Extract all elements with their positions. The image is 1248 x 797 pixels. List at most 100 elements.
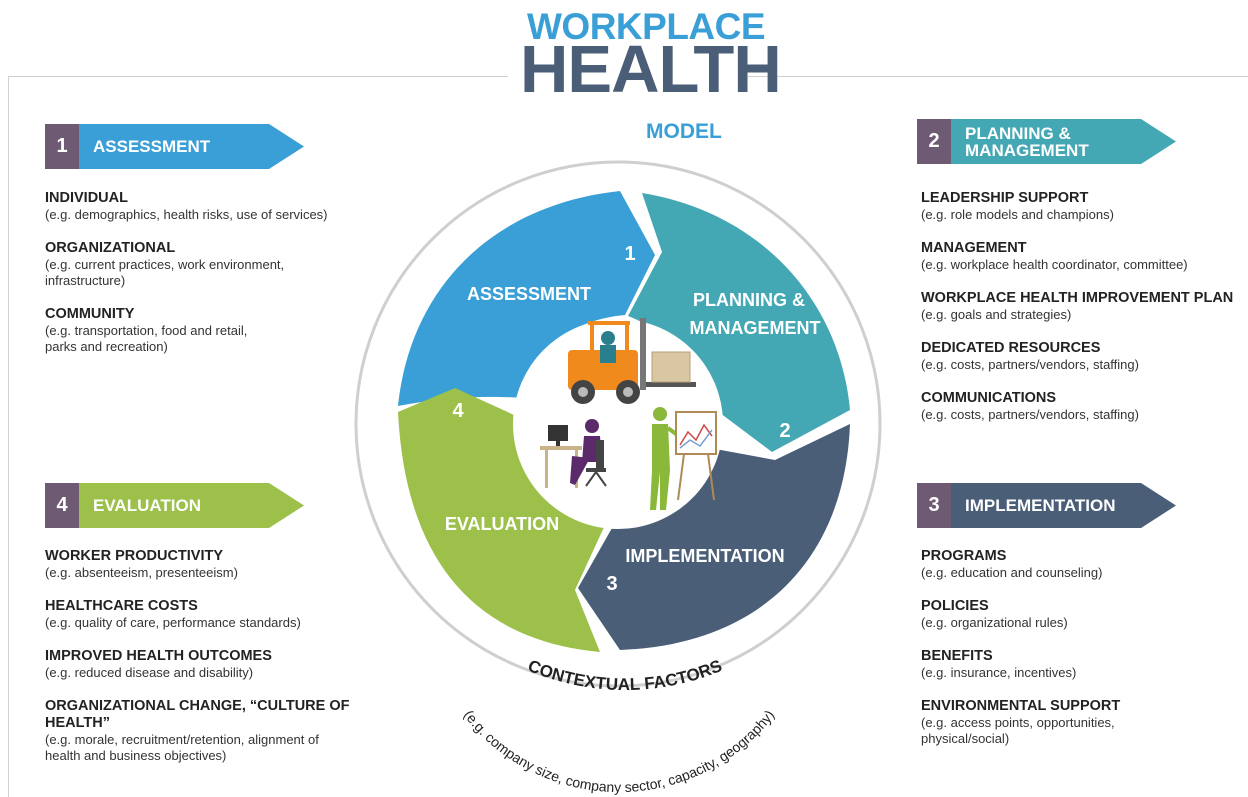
evaluation-list: WORKER PRODUCTIVITY(e.g. absenteeism, pr… [45,548,405,781]
item-heading: LEADERSHIP SUPPORT [921,190,1089,206]
item-detail: (e.g. insurance, incentives) [921,665,1077,680]
assessment-list: INDIVIDUAL(e.g. demographics, health ris… [45,190,385,372]
presenter-easel-icon [650,407,717,510]
contextual-factors-title-text: CONTEXTUAL FACTORS [525,656,724,694]
item-heading: COMMUNITY [45,306,135,322]
item-heading: ENVIRONMENTAL SUPPORT [921,698,1121,714]
wheel-number-3: 3 [606,573,617,595]
banner-number: 3 [917,483,951,528]
item-heading: ORGANIZATIONAL [45,240,176,256]
list-item: WORKER PRODUCTIVITY(e.g. absenteeism, pr… [45,548,405,581]
item-detail: (e.g. workplace health coordinator, comm… [921,257,1188,272]
item-heading: IMPROVED HEALTH OUTCOMES [45,648,272,664]
banner-number: 2 [917,119,951,164]
list-item: COMMUNICATIONS(e.g. costs, partners/vend… [921,390,1246,423]
item-detail: (e.g. access points, opportunities, [921,715,1115,730]
banner-label-line2: MANAGEMENT [965,141,1089,160]
item-detail: (e.g. demographics, health risks, use of… [45,207,328,222]
item-detail: (e.g. costs, partners/vendors, staffing) [921,407,1139,422]
wheel-number-1: 1 [624,243,635,265]
wheel-label-evaluation: EVALUATION [445,514,559,534]
frame-line-top-right [748,76,1248,77]
item-detail: (e.g. organizational rules) [921,615,1068,630]
item-detail: (e.g. goals and strategies) [921,307,1072,322]
item-heading: MANAGEMENT [921,240,1027,256]
wheel-label-planning-line1: PLANNING & [693,290,805,310]
item-detail: (e.g. current practices, work environmen… [45,257,285,272]
banner-label: ASSESSMENT [93,137,211,156]
item-detail: health and business objectives) [45,748,227,763]
segment-evaluation [398,388,605,652]
banner-assessment: 1 ASSESSMENT [45,124,305,169]
banner-evaluation: 4 EVALUATION [45,483,305,528]
list-item: BENEFITS(e.g. insurance, incentives) [921,648,1241,681]
list-item: COMMUNITY(e.g. transportation, food and … [45,306,385,355]
item-detail: (e.g. costs, partners/vendors, staffing) [921,357,1139,372]
contextual-factors-examples-text: (e.g. company size, company sector, capa… [461,707,778,795]
banner-label: EVALUATION [93,496,201,515]
item-detail: (e.g. transportation, food and retail, [45,323,248,338]
list-item: WORKPLACE HEALTH IMPROVEMENT PLAN(e.g. g… [921,290,1246,323]
wheel-label-planning-line2: MANAGEMENT [690,318,821,338]
banner-number: 1 [45,124,79,169]
list-item: MANAGEMENT(e.g. workplace health coordin… [921,240,1246,273]
item-heading: ORGANIZATIONAL CHANGE, “CULTURE OF HEALT… [45,698,350,731]
item-heading: BENEFITS [921,648,993,664]
list-item: IMPROVED HEALTH OUTCOMES(e.g. reduced di… [45,648,405,681]
wheel-label-assessment: ASSESSMENT [467,284,591,304]
planning-list: LEADERSHIP SUPPORT(e.g. role models and … [921,190,1246,440]
forklift-icon [568,318,696,404]
segment-implementation [578,424,850,650]
item-heading: HEALTHCARE COSTS [45,598,198,614]
item-detail: (e.g. education and counseling) [921,565,1103,580]
item-heading: WORKER PRODUCTIVITY [45,548,224,564]
banner-label: PLANNING & MANAGEMENT [965,125,1089,159]
desk-worker-icon [540,419,607,488]
segment-assessment [398,191,655,406]
list-item: HEALTHCARE COSTS(e.g. quality of care, p… [45,598,405,631]
list-item: ENVIRONMENTAL SUPPORT(e.g. access points… [921,698,1241,747]
list-item: DEDICATED RESOURCES(e.g. costs, partners… [921,340,1246,373]
banner-planning: 2 PLANNING & MANAGEMENT [917,119,1177,164]
item-detail: infrastructure) [45,273,126,288]
item-heading: WORKPLACE HEALTH IMPROVEMENT PLAN [921,290,1234,306]
list-item: PROGRAMS(e.g. education and counseling) [921,548,1241,581]
banner-arrow-shape [79,483,304,528]
banner-number: 4 [45,483,79,528]
banner-implementation: 3 IMPLEMENTATION [917,483,1177,528]
item-heading: DEDICATED RESOURCES [921,340,1101,356]
item-detail: parks and recreation) [45,339,168,354]
implementation-list: PROGRAMS(e.g. education and counseling)P… [921,548,1241,764]
item-detail: (e.g. absenteeism, presenteeism) [45,565,238,580]
title-health: HEALTH [520,32,782,107]
segment-planning [628,193,850,452]
contextual-factors-examples: (e.g. company size, company sector, capa… [461,707,778,795]
item-heading: COMMUNICATIONS [921,390,1057,406]
item-detail: (e.g. quality of care, performance stand… [45,615,301,630]
banner-label-line1: PLANNING & [965,124,1071,143]
title-workplace: WORKPLACE [527,6,766,47]
item-detail: (e.g. morale, recruitment/retention, ali… [45,732,319,747]
wheel-number-2: 2 [779,420,790,442]
list-item: LEADERSHIP SUPPORT(e.g. role models and … [921,190,1246,223]
wheel-label-implementation: IMPLEMENTATION [625,546,784,566]
frame-line-top-left [8,76,508,77]
item-heading: PROGRAMS [921,548,1007,564]
item-heading: INDIVIDUAL [45,190,128,206]
contextual-factors-title: CONTEXTUAL FACTORS [525,656,724,694]
banner-arrow-shape [951,483,1176,528]
item-detail: (e.g. reduced disease and disability) [45,665,254,680]
frame-line-left [8,76,9,797]
banner-arrow-shape [79,124,304,169]
contextual-ring [354,160,882,688]
title-model: MODEL [646,120,722,143]
item-detail: physical/social) [921,731,1010,746]
list-item: ORGANIZATIONAL(e.g. current practices, w… [45,240,385,289]
item-detail: (e.g. role models and champions) [921,207,1114,222]
banner-arrow-shape [951,119,1176,164]
list-item: ORGANIZATIONAL CHANGE, “CULTURE OF HEALT… [45,698,405,764]
list-item: INDIVIDUAL(e.g. demographics, health ris… [45,190,385,223]
banner-label: IMPLEMENTATION [965,496,1116,515]
list-item: POLICIES(e.g. organizational rules) [921,598,1241,631]
